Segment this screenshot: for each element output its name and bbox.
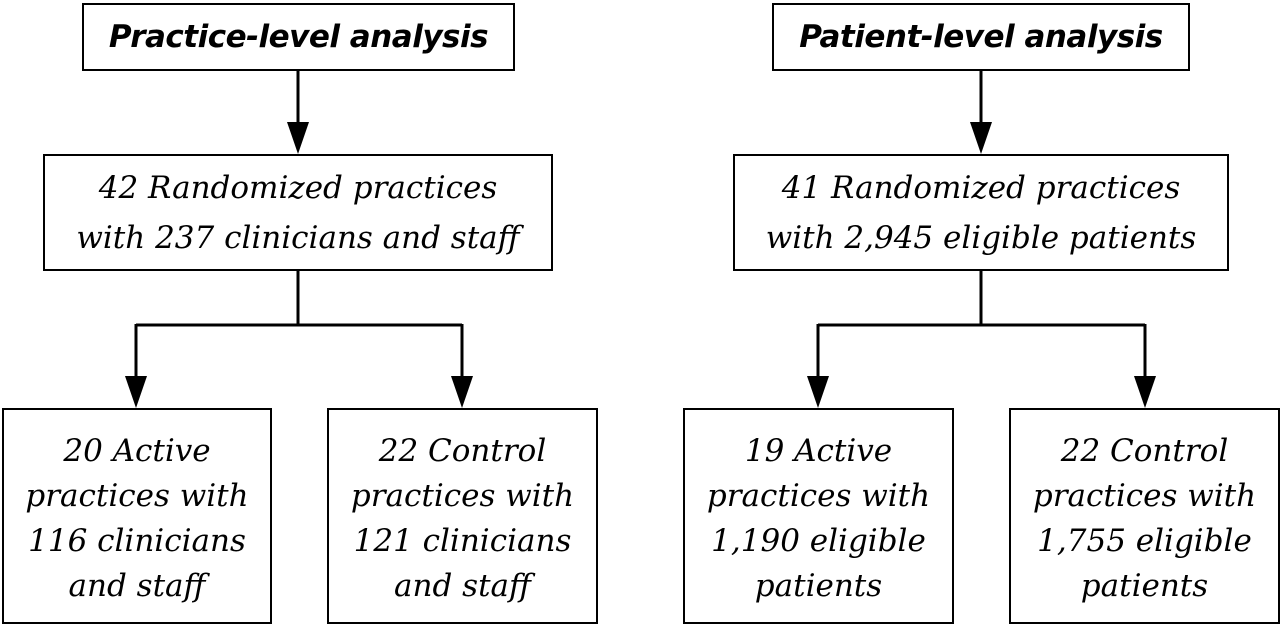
practice-level-header-text: Practice-level analysis — [108, 19, 489, 55]
arrowhead-practice-active — [125, 376, 147, 408]
practice-active-line4: and staff — [68, 568, 206, 604]
patient-active-box: 19 Active practices with 1,190 eligible … — [683, 408, 954, 624]
patient-active-line4: patients — [754, 568, 883, 604]
patient-randomized-box: 41 Randomized practices with 2,945 eligi… — [733, 154, 1229, 271]
patient-active-line1: 19 Active — [744, 433, 893, 469]
patient-control-line3: 1,755 eligible — [1037, 523, 1252, 559]
practice-control-line4: and staff — [394, 568, 531, 604]
patient-active-line2: practices with — [706, 478, 931, 514]
patient-randomized-line1: 41 Randomized practices — [781, 169, 1181, 206]
patient-level-header-text: Patient-level analysis — [799, 19, 1163, 55]
patient-active-line3: 1,190 eligible — [711, 523, 926, 559]
practice-randomized-line1: 42 Randomized practices — [98, 169, 498, 206]
practice-active-line1: 20 Active — [63, 433, 211, 469]
arrowhead-patient-active — [807, 376, 829, 408]
practice-level-header: Practice-level analysis — [82, 3, 515, 71]
patient-randomized-line2: with 2,945 eligible patients — [765, 219, 1197, 256]
arrowhead-patient-randomized — [970, 122, 992, 154]
practice-control-box: 22 Control practices with 121 clinicians… — [327, 408, 598, 624]
arrowhead-patient-control — [1134, 376, 1156, 408]
patient-level-header: Patient-level analysis — [772, 3, 1190, 71]
arrowhead-practice-control — [451, 376, 473, 408]
practice-control-line2: practices with — [350, 478, 575, 514]
practice-randomized-line2: with 237 clinicians and staff — [76, 219, 520, 256]
patient-control-box: 22 Control practices with 1,755 eligible… — [1009, 408, 1280, 624]
arrowhead-practice-randomized — [287, 122, 309, 154]
patient-control-line4: patients — [1080, 568, 1209, 604]
practice-active-box: 20 Active practices with 116 clinicians … — [2, 408, 272, 624]
patient-control-line2: practices with — [1032, 478, 1257, 514]
patient-control-line1: 22 Control — [1060, 433, 1229, 469]
practice-active-line2: practices with — [25, 478, 249, 514]
practice-control-line1: 22 Control — [378, 433, 547, 469]
practice-active-line3: 116 clinicians — [28, 523, 246, 559]
practice-randomized-box: 42 Randomized practices with 237 clinici… — [43, 154, 553, 271]
practice-control-line3: 121 clinicians — [353, 523, 572, 559]
